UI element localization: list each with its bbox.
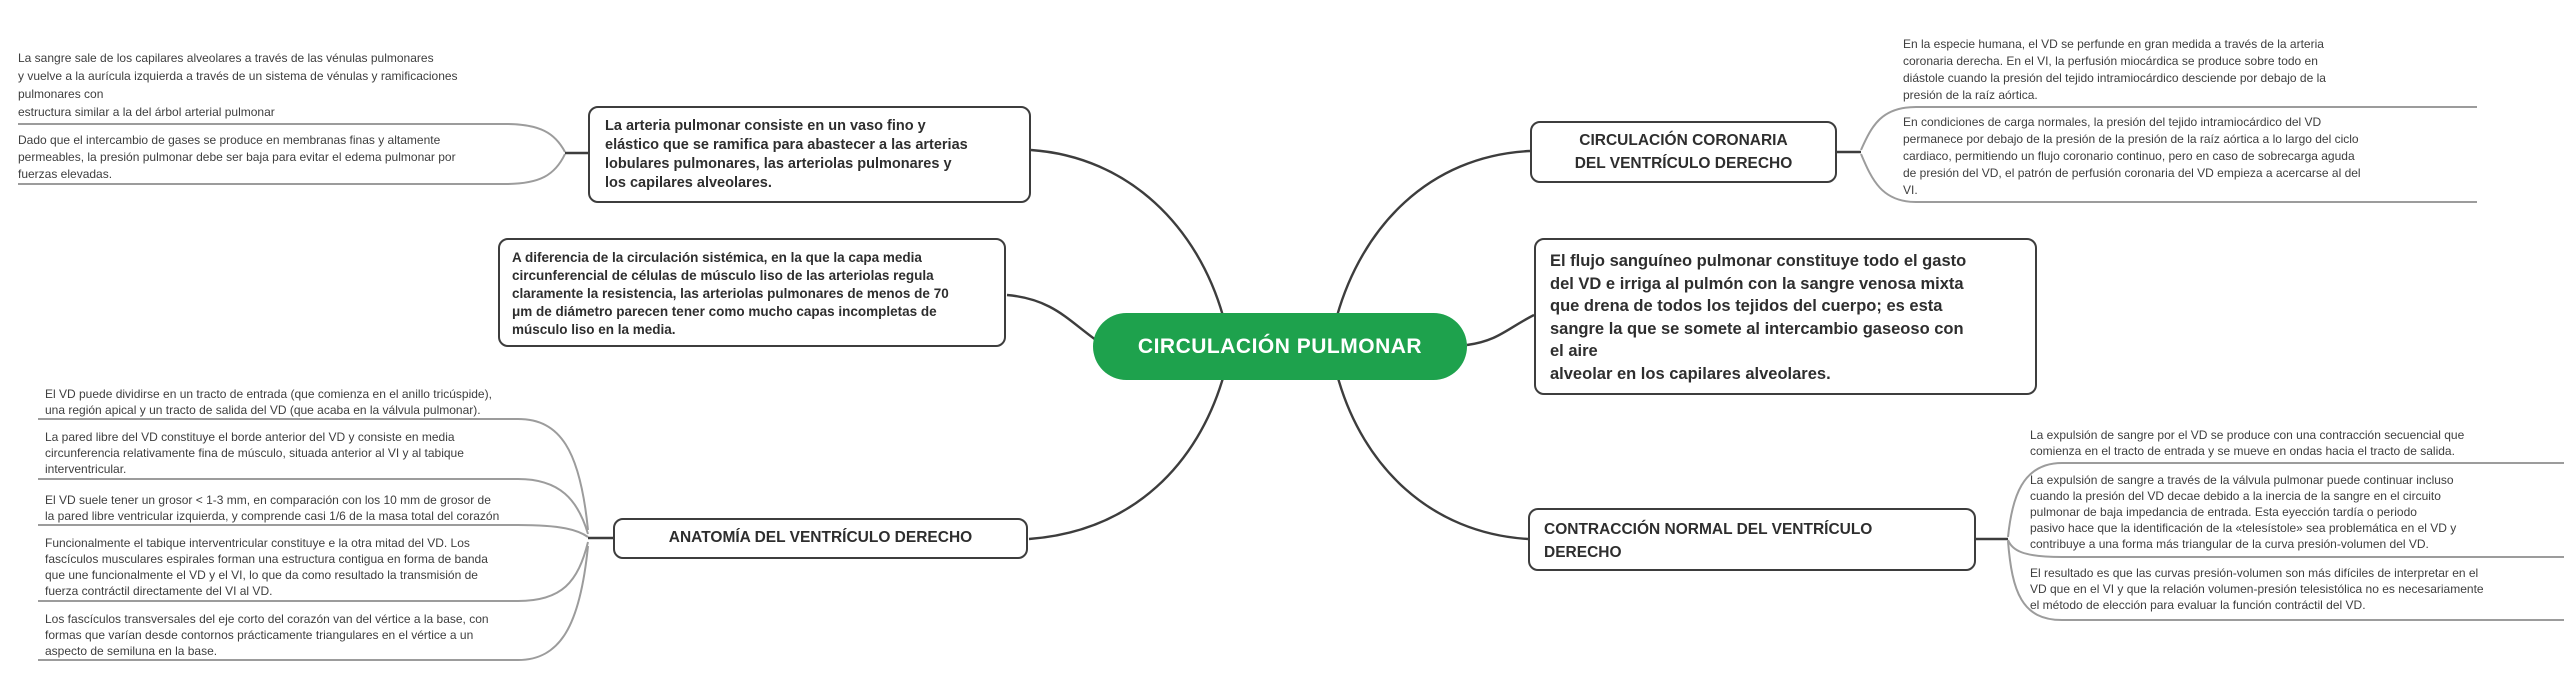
note-anatomy-tracts[interactable]: El VD puede dividirse en un tracto de en… xyxy=(45,387,492,417)
underline-artery-note-1 xyxy=(18,123,566,153)
note-anatomy-septum[interactable]: Funcionalmente el tabique interventricul… xyxy=(45,536,488,598)
note-coronary-load[interactable]: En condiciones de carga normales, la pre… xyxy=(1903,115,2361,197)
note-venules-return[interactable]: La sangre sale de los capilares alveolar… xyxy=(18,51,458,119)
note-anatomy-free-wall[interactable]: La pared libre del VD constituye el bord… xyxy=(45,430,464,476)
underline-coronary-note-2 xyxy=(1860,153,2477,203)
topic-box-pulmonary-artery[interactable]: La arteria pulmonar consiste en un vaso … xyxy=(588,106,1031,203)
topic-box-coronary[interactable]: CIRCULACIÓN CORONARIA DEL VENTRÍCULO DER… xyxy=(1530,121,1837,183)
underline-anatomy-note-2 xyxy=(38,478,589,535)
underline-contraction-note-1 xyxy=(2007,462,2564,538)
note-anatomy-thickness[interactable]: El VD suele tener un grosor < 1-3 mm, en… xyxy=(45,493,500,523)
note-anatomy-transverse-fascicles[interactable]: Los fascículos transversales del eje cor… xyxy=(45,612,489,658)
branch-root-to-artery xyxy=(1030,148,1225,317)
branch-root-to-coronary xyxy=(1335,149,1531,317)
root-node[interactable]: CIRCULACIÓN PULMONAR xyxy=(1093,313,1467,380)
note-contraction-sequential[interactable]: La expulsión de sangre por el VD se prod… xyxy=(2030,428,2465,458)
topic-box-pulmonary-flow[interactable]: El flujo sanguíneo pulmonar constituye t… xyxy=(1534,238,2037,395)
note-contraction-pv-curves[interactable]: El resultado es que las curvas presión-v… xyxy=(2030,566,2484,612)
branch-root-to-contraction xyxy=(1336,377,1529,541)
note-coronary-perfusion[interactable]: En la especie humana, el VD se perfunde … xyxy=(1903,37,2326,102)
underline-contraction-note-3 xyxy=(2007,540,2564,621)
topic-box-anatomy[interactable]: ANATOMÍA DEL VENTRÍCULO DERECHO xyxy=(613,518,1028,559)
underline-contraction-note-2 xyxy=(2007,539,2564,558)
underline-anatomy-note-1 xyxy=(38,418,589,531)
branch-root-to-anatomy xyxy=(1028,377,1225,541)
branch-root-to-flow xyxy=(1466,313,1535,347)
underline-artery-note-2 xyxy=(18,153,566,185)
topic-box-contraction[interactable]: CONTRACCIÓN NORMAL DEL VENTRÍCULO DERECH… xyxy=(1528,508,1976,571)
underline-anatomy-note-5 xyxy=(38,545,589,661)
branch-root-to-arterioles xyxy=(1006,293,1097,341)
note-contraction-late-ejection[interactable]: La expulsión de sangre a través de la vá… xyxy=(2030,473,2457,551)
underline-anatomy-note-4 xyxy=(38,541,589,602)
note-underlines xyxy=(18,106,2564,661)
note-gas-exchange-pressure[interactable]: Dado que el intercambio de gases se prod… xyxy=(18,133,456,181)
underline-anatomy-note-3 xyxy=(38,524,589,538)
underline-coronary-note-1 xyxy=(1860,106,2477,151)
branch-curves xyxy=(565,148,2008,541)
topic-box-arterioles[interactable]: A diferencia de la circulación sistémica… xyxy=(498,238,1006,347)
